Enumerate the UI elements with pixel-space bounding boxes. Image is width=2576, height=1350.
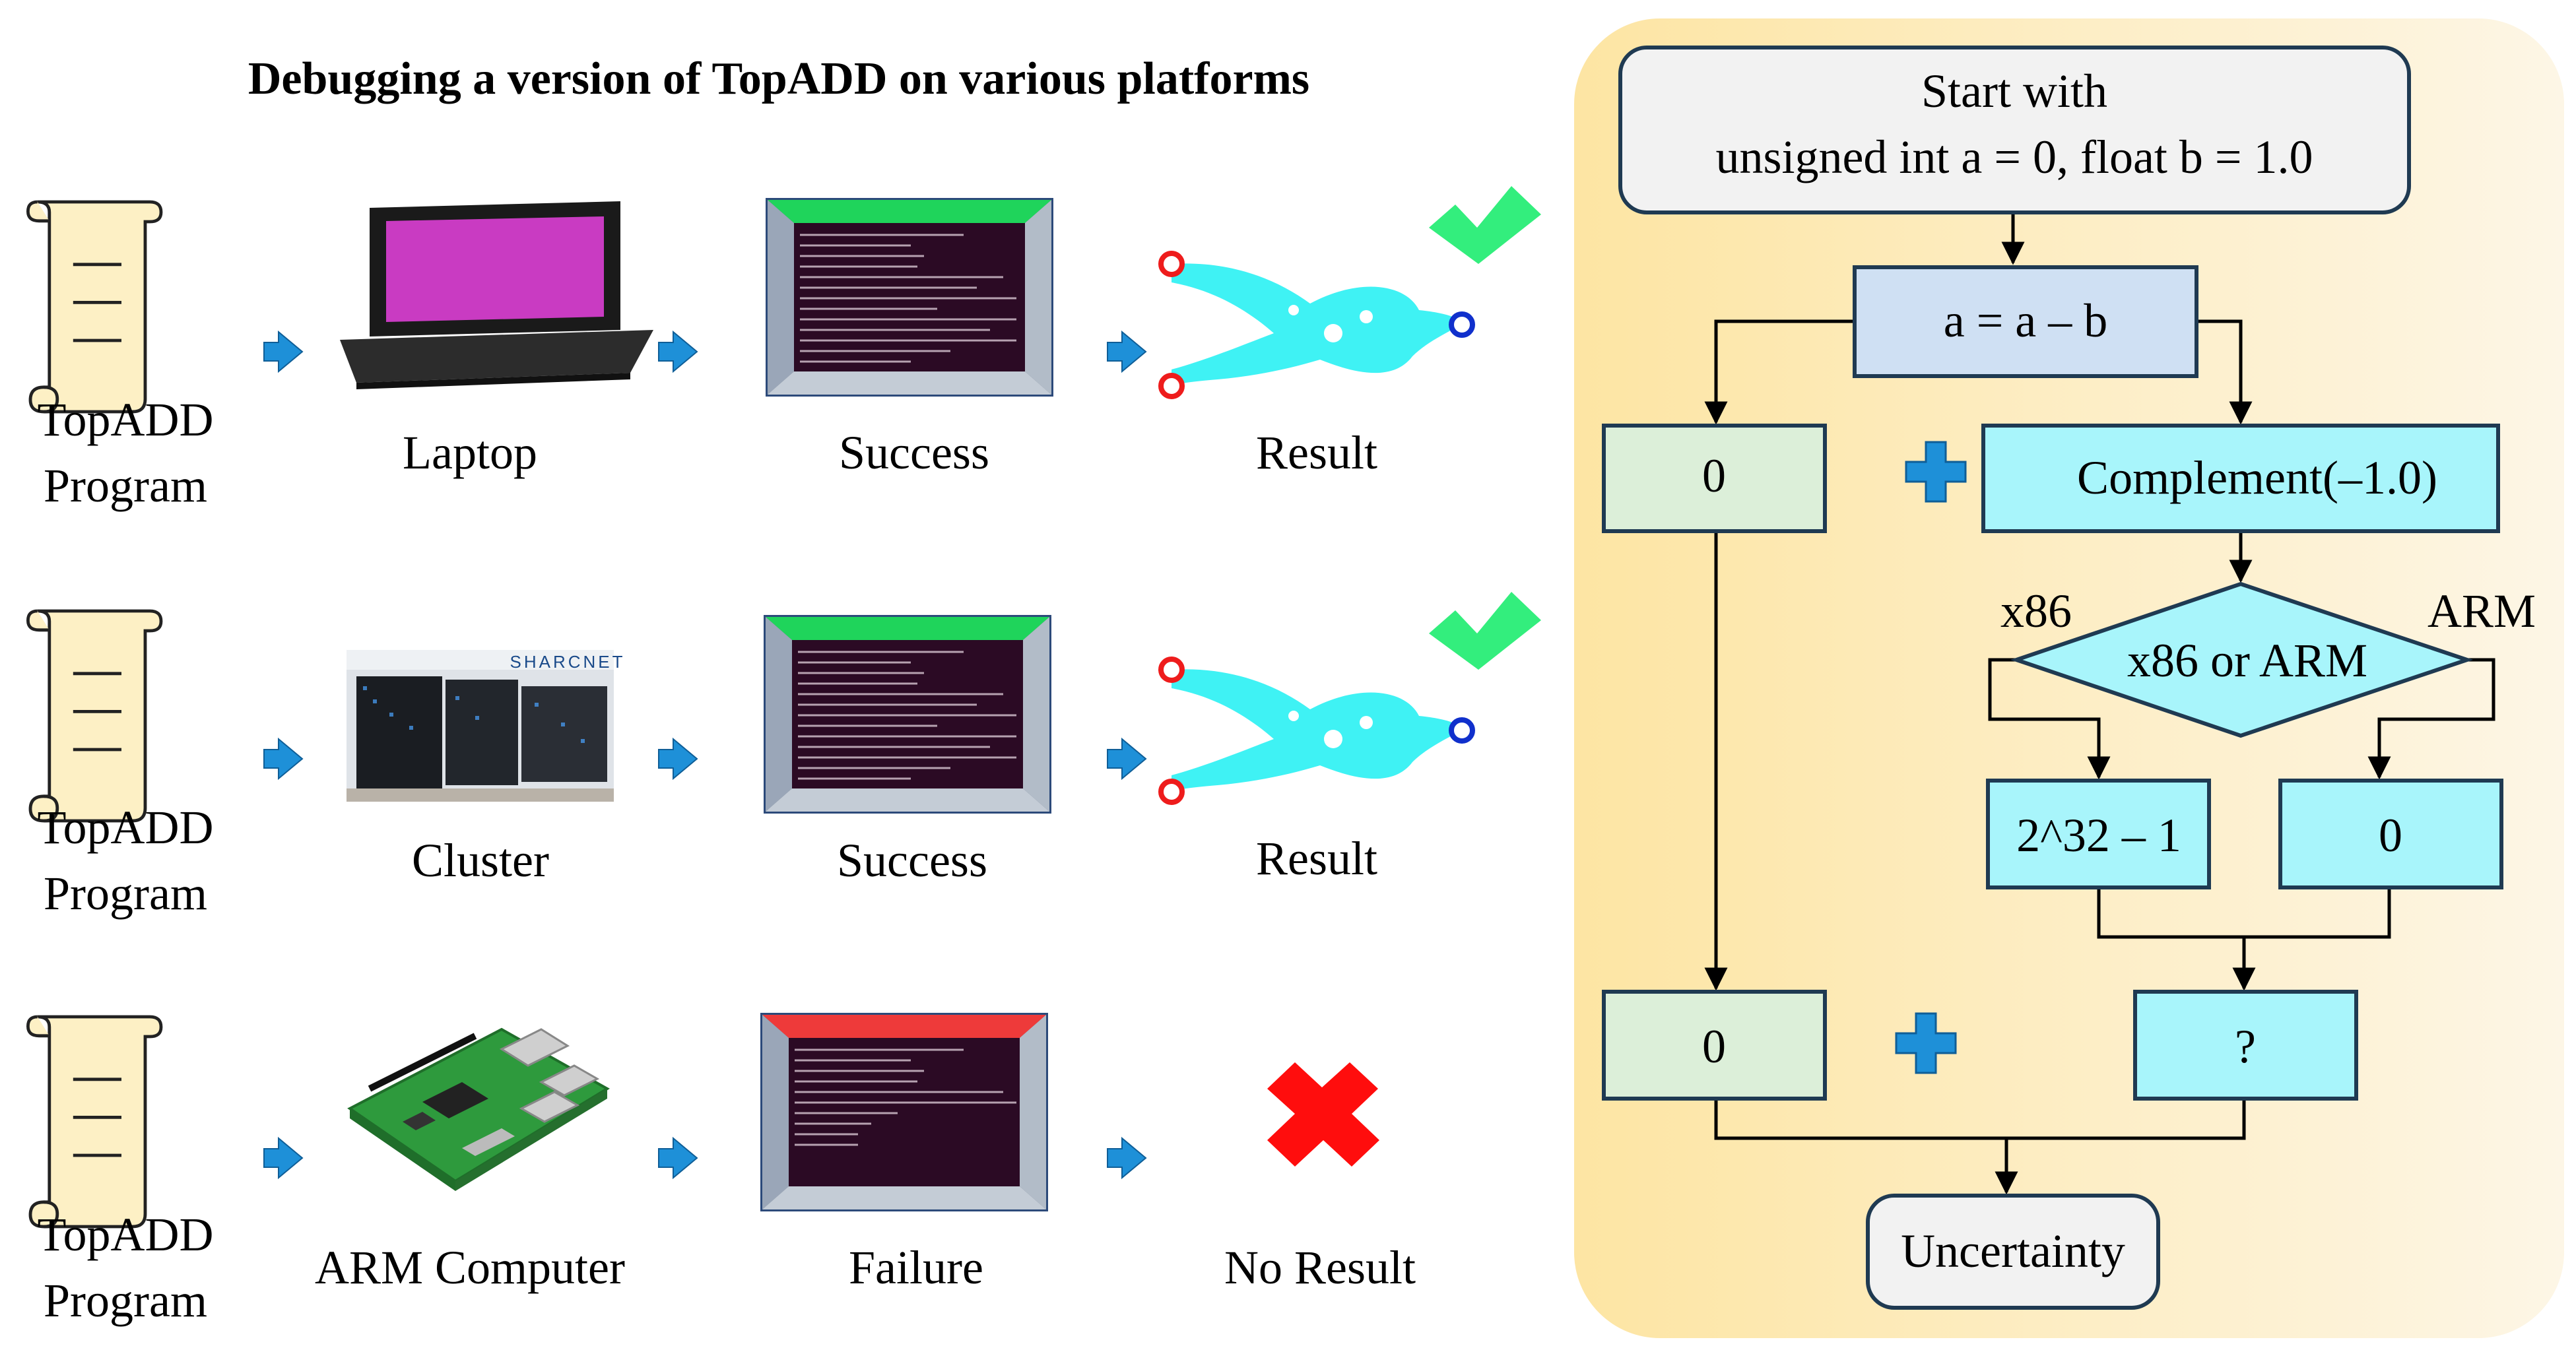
start-line2: unsigned int a = 0, float b = 1.0 [1715, 131, 2313, 183]
left-bottom-zero-text: 0 [1702, 1020, 1726, 1073]
x86-value-node [1986, 779, 2211, 889]
program-label-line1: TopADD [38, 801, 214, 854]
flow-arrow-icon [1107, 738, 1146, 779]
program-scroll-icon [28, 202, 161, 412]
platform-label: Cluster [412, 834, 549, 887]
edge-op-to-complement [2196, 319, 2253, 425]
bracket-result-shape [1158, 657, 1475, 805]
program-scroll-icon [28, 611, 161, 821]
result-label: No Result [1224, 1241, 1416, 1294]
flow-arrow-icon [1107, 331, 1146, 372]
edge-x86-down [2097, 887, 2244, 939]
left-top-zero-node [1602, 424, 1827, 533]
raspberry-pi-board-icon [347, 1027, 610, 1191]
plus-icon [1895, 1012, 1957, 1074]
result-label: Result [1256, 832, 1377, 885]
x86-value-text: 2^32 – 1 [2016, 809, 2181, 862]
checkmark-icon [1429, 592, 1541, 670]
platform-row-laptop: TopADD Program Laptop [28, 186, 1541, 512]
arm-value-text: 0 [2379, 809, 2402, 862]
flow-arrow-icon [263, 738, 303, 779]
decision-text: x86 or ARM [2127, 634, 2367, 687]
program-label-line2: Program [44, 459, 207, 512]
result-label: Result [1256, 426, 1377, 479]
flow-arrow-icon [658, 738, 698, 779]
arm-value-node [2278, 779, 2503, 889]
platform-label: ARM Computer [315, 1241, 625, 1294]
branch-label-arm: ARM [2427, 585, 2536, 637]
edge-left-bottom-merge [1714, 1099, 2006, 1140]
program-scroll-icon [28, 1017, 161, 1227]
left-bottom-zero-node [1602, 990, 1827, 1101]
uncertainty-node [1866, 1194, 2160, 1310]
edge-decision-right [2367, 658, 2495, 780]
operation-node [1853, 265, 2198, 378]
bracket-result-shape [1158, 251, 1475, 399]
flow-arrow-icon [263, 1138, 303, 1178]
flow-arrow-icon [263, 331, 303, 372]
program-label-line2: Program [44, 867, 207, 920]
cluster-logo-text: SHARCNET [510, 652, 625, 672]
diagram-title: Debugging a version of TopADD on various… [248, 53, 1309, 104]
uncertainty-text: Uncertainty [1901, 1225, 2125, 1277]
server-cluster-icon: SHARCNET [347, 650, 625, 802]
start-line1: Start with [1921, 65, 2107, 117]
terminal-window-icon [764, 615, 1051, 814]
status-label: Success [837, 834, 987, 887]
start-node [1618, 46, 2411, 214]
unknown-node [2133, 990, 2358, 1101]
plus-icon [1905, 441, 1967, 503]
operation-text: a = a – b [1944, 294, 2108, 347]
platform-label: Laptop [403, 426, 537, 479]
program-label-line2: Program [44, 1274, 207, 1327]
program-label-line1: TopADD [38, 393, 214, 446]
edge-op-to-left [1704, 319, 1855, 425]
flow-arrow-icon [658, 1138, 698, 1178]
program-label-line1: TopADD [38, 1208, 214, 1261]
complement-node [1981, 424, 2500, 533]
platform-row-arm: TopADD Program ARM Computer [28, 1013, 1416, 1327]
checkmark-icon [1429, 186, 1541, 264]
left-top-zero-text: 0 [1702, 449, 1726, 502]
unknown-text: ? [2235, 1020, 2256, 1073]
branch-label-x86: x86 [2000, 585, 2072, 637]
flow-arrow-icon [1107, 1138, 1146, 1178]
decision-node [2010, 581, 2474, 738]
complement-text: Complement(–1.0) [2077, 451, 2437, 504]
platform-row-cluster: TopADD Program SHARCNET Cluster [28, 592, 1541, 920]
status-label: Success [839, 426, 989, 479]
edge-decision-left [1988, 658, 2111, 780]
edge-unknown-merge [1995, 1099, 2246, 1195]
status-label: Failure [849, 1241, 983, 1294]
terminal-window-icon [760, 1013, 1048, 1211]
cross-icon [1267, 1062, 1379, 1167]
laptop-icon [340, 201, 653, 389]
flowchart-edges [1704, 212, 2495, 1195]
terminal-window-icon [766, 198, 1053, 397]
flow-arrow-icon [658, 331, 698, 372]
edge-arm-down [2232, 887, 2391, 991]
